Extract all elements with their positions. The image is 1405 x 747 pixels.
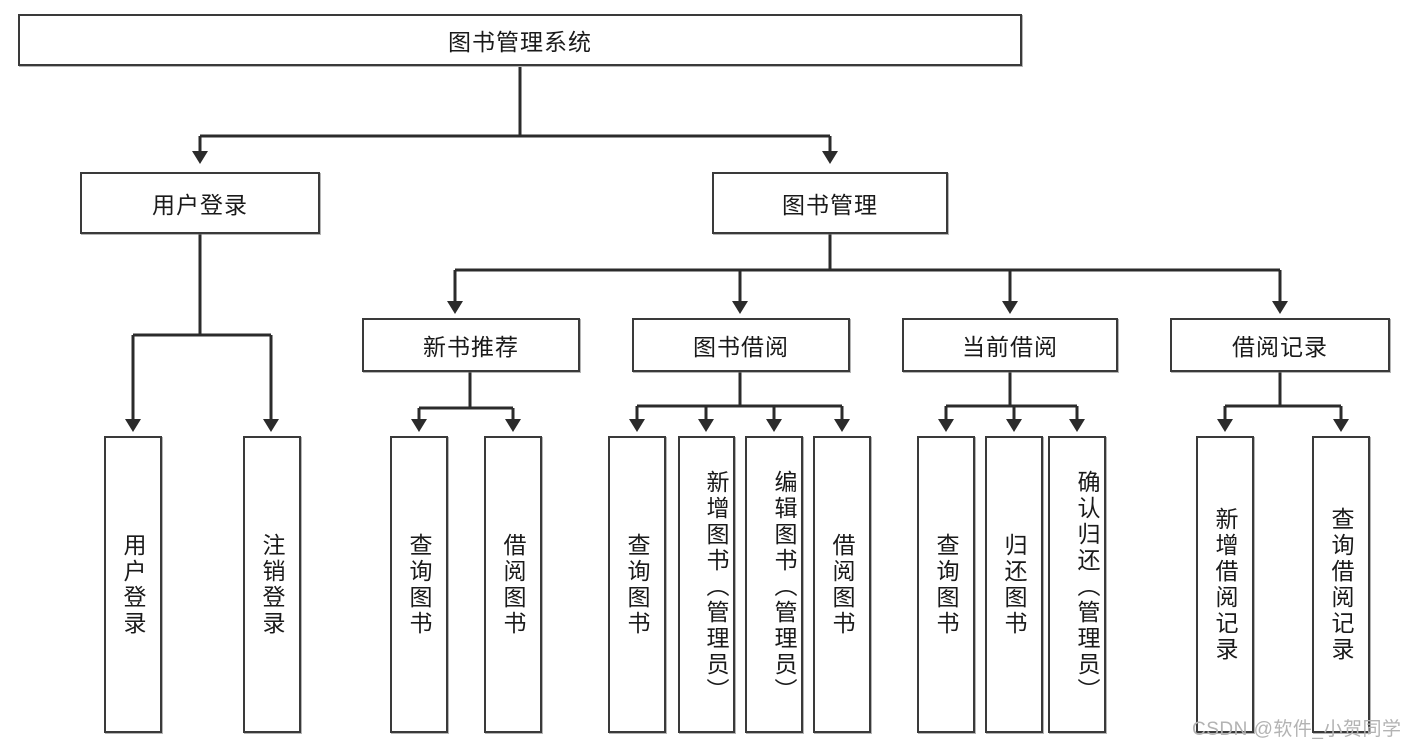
node-label: 用户登录 xyxy=(152,192,248,218)
node-label: 新书推荐 xyxy=(423,334,519,360)
node-label: 编辑图书（管理员） xyxy=(771,469,797,704)
node-label: 借阅记录 xyxy=(1232,334,1328,360)
node-label: 归还图书 xyxy=(1001,532,1027,637)
leaf-query-book-recommend[interactable]: 查询图书 xyxy=(390,436,448,733)
node-label: 查询图书 xyxy=(624,532,650,637)
leaf-logout-login[interactable]: 注销登录 xyxy=(243,436,301,733)
node-borrow-record[interactable]: 借阅记录 xyxy=(1170,318,1390,372)
node-book-management[interactable]: 图书管理 xyxy=(712,172,948,234)
leaf-confirm-return-admin[interactable]: 确认归还（管理员） xyxy=(1048,436,1106,733)
node-label: 借阅图书 xyxy=(829,532,855,637)
node-user-login[interactable]: 用户登录 xyxy=(80,172,320,234)
node-book-borrow[interactable]: 图书借阅 xyxy=(632,318,850,372)
leaf-add-book-admin[interactable]: 新增图书（管理员） xyxy=(678,436,735,733)
watermark-text: CSDN @软件_小贺同学 xyxy=(1192,719,1402,740)
node-label: 借阅图书 xyxy=(500,532,526,637)
leaf-return-book[interactable]: 归还图书 xyxy=(985,436,1043,733)
leaf-borrow-book[interactable]: 借阅图书 xyxy=(813,436,871,733)
node-label: 注销登录 xyxy=(259,532,285,637)
node-label: 查询图书 xyxy=(406,532,432,637)
node-label: 图书管理系统 xyxy=(448,29,592,55)
node-label: 新增图书（管理员） xyxy=(703,469,729,704)
leaf-query-borrow-record[interactable]: 查询借阅记录 xyxy=(1312,436,1370,733)
node-label: 查询图书 xyxy=(933,532,959,637)
leaf-user-login[interactable]: 用户登录 xyxy=(104,436,162,733)
node-label: 查询借阅记录 xyxy=(1328,506,1354,663)
node-label: 用户登录 xyxy=(120,532,146,637)
leaf-query-book-borrow[interactable]: 查询图书 xyxy=(608,436,666,733)
node-label: 新增借阅记录 xyxy=(1212,506,1238,663)
node-root-book-management-system[interactable]: 图书管理系统 xyxy=(18,14,1022,66)
node-current-borrow[interactable]: 当前借阅 xyxy=(902,318,1118,372)
leaf-borrow-book-recommend[interactable]: 借阅图书 xyxy=(484,436,542,733)
node-label: 确认归还（管理员） xyxy=(1074,469,1100,704)
node-new-book-recommend[interactable]: 新书推荐 xyxy=(362,318,580,372)
leaf-query-book-current[interactable]: 查询图书 xyxy=(917,436,975,733)
node-label: 当前借阅 xyxy=(962,334,1058,360)
node-label: 图书借阅 xyxy=(693,334,789,360)
leaf-add-borrow-record[interactable]: 新增借阅记录 xyxy=(1196,436,1254,733)
leaf-edit-book-admin[interactable]: 编辑图书（管理员） xyxy=(745,436,803,733)
node-label: 图书管理 xyxy=(782,192,878,218)
watermark: CSDN @软件_小贺同学 xyxy=(1192,714,1401,741)
